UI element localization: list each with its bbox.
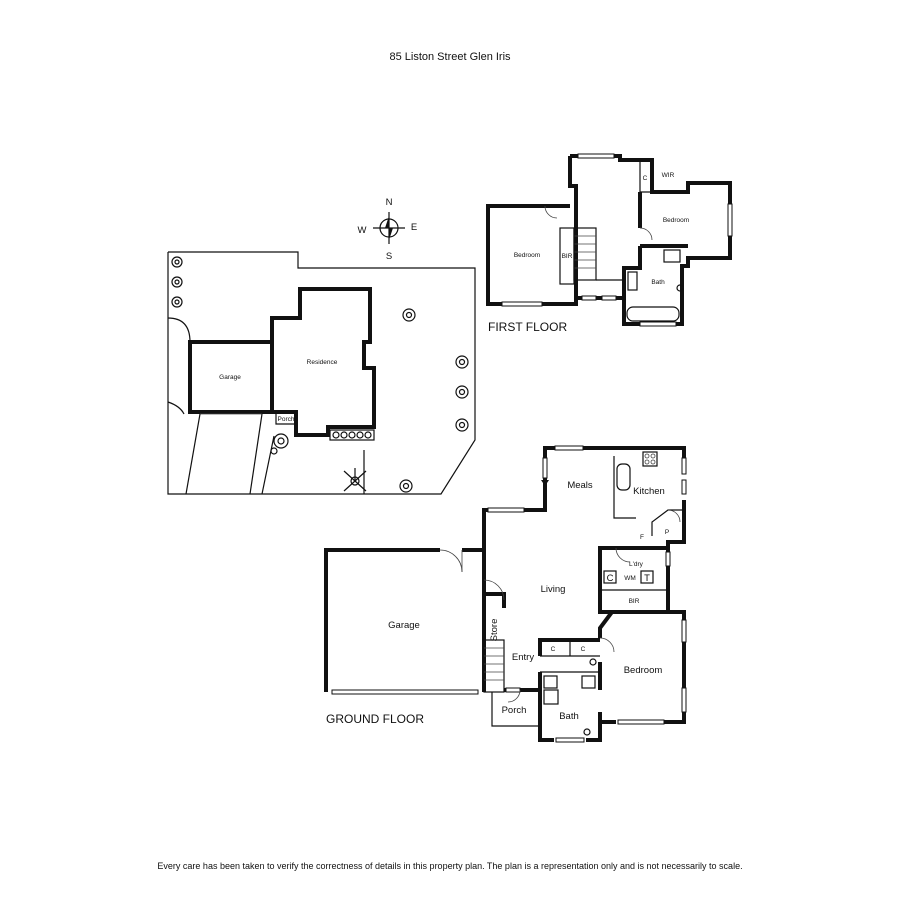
first-floor-label: FIRST FLOOR (488, 320, 567, 334)
gf-garage-label: Garage (388, 620, 420, 631)
gf-meals-label: Meals (567, 480, 593, 491)
ground-floor-label: GROUND FLOOR (326, 712, 424, 726)
gf-c-label: C (607, 573, 614, 584)
gf-p-label: P (665, 529, 669, 536)
compass-w: W (358, 225, 367, 236)
gf-store-label: Store (489, 619, 500, 642)
gf-wm-label: WM (624, 575, 636, 582)
ff-c-label: C (643, 175, 648, 182)
ff-wir-label: WIR (662, 172, 675, 179)
gf-entry-label: Entry (512, 652, 534, 663)
gf-c2-label: C (581, 646, 586, 653)
gf-bath-label: Bath (559, 711, 579, 722)
ff-bedroom-right-label: Bedroom (663, 217, 689, 224)
site-porch-label: Porch (278, 416, 295, 423)
gf-living-label: Living (541, 584, 566, 595)
ff-bath-label: Bath (651, 279, 665, 286)
shrub-row (329, 429, 375, 441)
gf-porch-label: Porch (502, 705, 527, 716)
site-residence-label: Residence (307, 359, 338, 366)
site-plan: Garage Residence Porch (167, 251, 476, 495)
palm-icon (343, 468, 367, 492)
gf-c1-label: C (551, 646, 556, 653)
compass-e: E (411, 222, 417, 233)
gf-bir-label: BIR (629, 598, 640, 605)
gf-kitchen-label: Kitchen (633, 486, 665, 497)
site-garage-label: Garage (219, 374, 241, 381)
first-floor-plan: Bedroom BIR C WIR Bedroom Bath FIRST FLO… (486, 153, 733, 334)
ground-floor-plan: Meals Kitchen F P L'dry C WM T BIR Livin… (324, 445, 687, 743)
compass-s: S (386, 251, 392, 262)
gf-t-label: T (644, 573, 650, 584)
tree-icon (171, 256, 469, 493)
gf-bedroom-label: Bedroom (624, 665, 663, 676)
compass: N S E W (358, 197, 418, 262)
ff-bedroom-left-label: Bedroom (514, 252, 540, 259)
ff-bir-label: BIR (562, 253, 573, 260)
gf-ldry-label: L'dry (629, 561, 644, 568)
disclaimer: Every care has been taken to verify the … (157, 861, 742, 871)
page-title: 85 Liston Street Glen Iris (389, 51, 511, 63)
gf-f-label: F (640, 534, 644, 541)
compass-n: N (386, 197, 393, 208)
